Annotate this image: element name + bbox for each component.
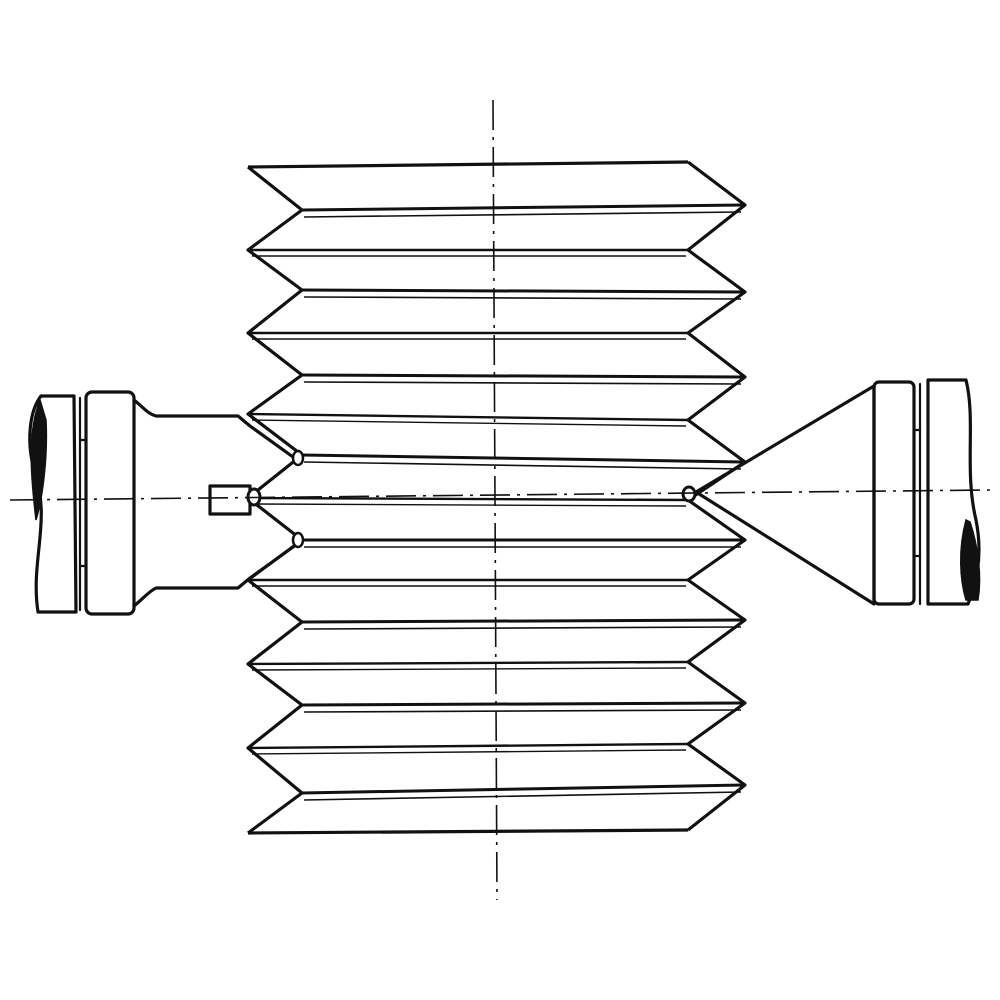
thread-crest-line bbox=[301, 373, 744, 379]
thread-crest-line bbox=[303, 791, 742, 801]
right-center-hole bbox=[681, 485, 697, 503]
thread-root-line bbox=[251, 419, 687, 427]
thread-bottom-edge bbox=[247, 828, 689, 835]
thread-top-edge bbox=[247, 160, 689, 169]
thread-root-line bbox=[251, 749, 687, 755]
thread-crest-line bbox=[303, 211, 742, 218]
horizontal-centerline bbox=[9, 489, 991, 501]
left-upper-relief bbox=[291, 449, 305, 467]
thread-crest-line bbox=[303, 626, 742, 630]
thread-root-line bbox=[249, 412, 689, 422]
thread-crest-line bbox=[303, 381, 742, 385]
left-center-point bbox=[208, 484, 252, 516]
thread-crest-line bbox=[303, 296, 742, 300]
right-tailstock-shading bbox=[960, 518, 981, 601]
left-chuck-shading bbox=[30, 397, 48, 521]
right-center-cone bbox=[694, 384, 876, 606]
thread-root-line bbox=[249, 742, 689, 750]
thread-crest-line bbox=[303, 461, 742, 470]
right-thread-profile bbox=[686, 160, 747, 832]
left-shank-upper-edge bbox=[132, 398, 302, 464]
thread-root-line bbox=[251, 503, 687, 507]
left-driver-assembly bbox=[28, 390, 302, 616]
thread-root-line bbox=[249, 496, 689, 502]
thread-crest-line bbox=[301, 701, 744, 707]
left-shank-lower-edge bbox=[132, 540, 302, 608]
thread-root-line bbox=[249, 660, 689, 666]
right-tailstock-assembly bbox=[694, 378, 981, 606]
left-chuck-collar bbox=[84, 390, 136, 616]
thread-crest-line bbox=[301, 783, 744, 795]
thread-crest-line bbox=[301, 618, 744, 624]
thread-crest-line bbox=[303, 709, 742, 713]
right-tailstock-collar bbox=[872, 380, 916, 606]
thread-crest-line bbox=[301, 203, 744, 212]
thread-crest-line bbox=[301, 453, 744, 464]
thread-root-line bbox=[251, 667, 687, 671]
thread-crest-line bbox=[301, 288, 744, 294]
left-lower-relief bbox=[291, 531, 305, 549]
